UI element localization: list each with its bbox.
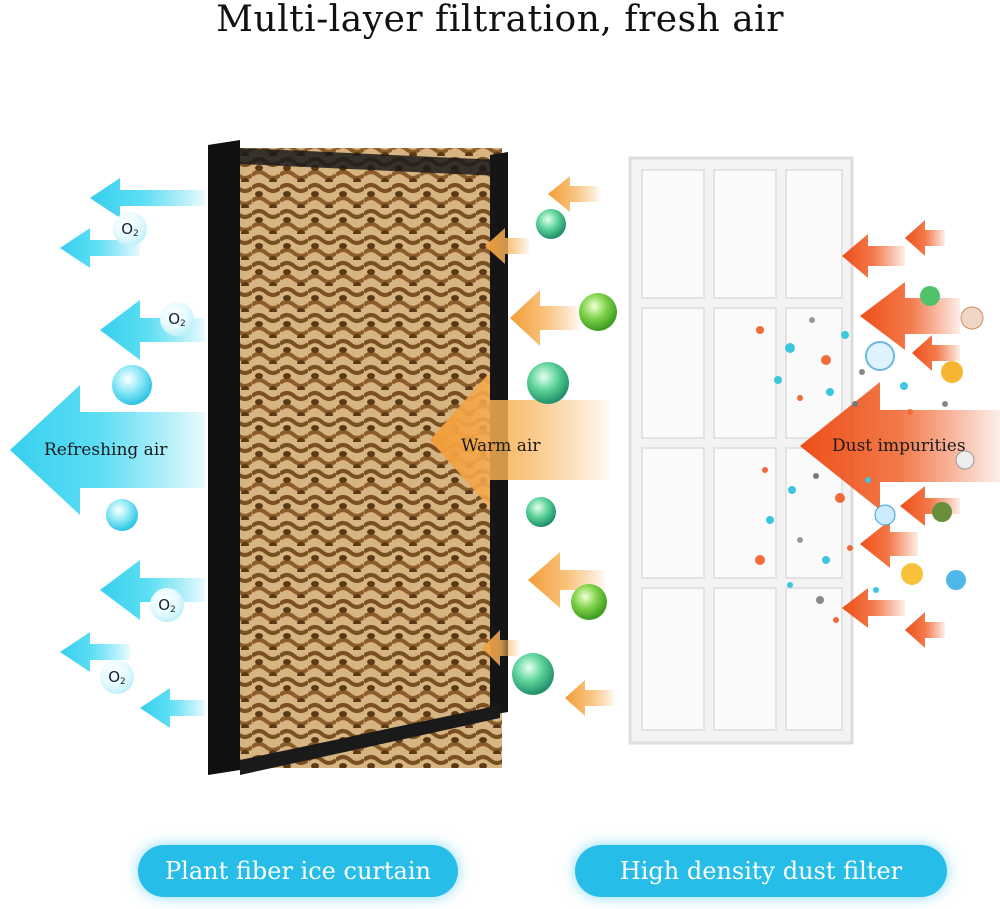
dust-arrow xyxy=(842,234,905,278)
warm-air-main-arrow xyxy=(430,372,610,508)
high-density-dust-filter-caption: High density dust filter xyxy=(575,845,947,897)
dust-arrow xyxy=(912,335,960,371)
oxygen-marker: O2 xyxy=(100,660,134,694)
dust-impurities-main-arrow xyxy=(800,382,1000,510)
cool-arrow xyxy=(100,560,205,620)
cool-arrow xyxy=(60,632,130,672)
refreshing-air-arrows xyxy=(10,178,205,728)
oxygen-marker: O2 xyxy=(150,588,184,622)
oxygen-marker: O2 xyxy=(113,212,147,246)
dust-arrow xyxy=(905,220,945,256)
warm-arrow xyxy=(548,176,600,212)
dust-arrow xyxy=(842,588,905,628)
plant-fiber-ice-curtain-caption: Plant fiber ice curtain xyxy=(138,845,458,897)
dust-arrow xyxy=(905,612,945,648)
page-title: Multi-layer filtration, fresh air xyxy=(216,0,784,40)
warm-air-arrows xyxy=(430,176,617,716)
warm-air-label: Warm air xyxy=(461,436,541,456)
cool-arrow xyxy=(90,178,205,218)
cool-arrow xyxy=(140,688,205,728)
cool-arrow xyxy=(60,228,140,268)
green-particle xyxy=(512,653,554,695)
oxygen-marker: O2 xyxy=(160,302,194,336)
green-particle xyxy=(526,497,556,527)
dust-impurities-label: Dust impurities xyxy=(832,436,966,456)
warm-arrow xyxy=(482,630,520,666)
dust-arrow xyxy=(860,282,960,350)
warm-arrow xyxy=(510,290,580,346)
dust-arrow xyxy=(860,520,918,568)
dust-arrow xyxy=(900,486,960,526)
green-particle xyxy=(571,584,607,620)
refreshing-air-label: Refreshing air xyxy=(44,440,168,460)
dust-impurities-arrows xyxy=(800,220,1000,648)
oxygen-bubble xyxy=(106,499,138,531)
warm-arrow xyxy=(565,680,615,716)
high-density-dust-filter xyxy=(628,156,854,745)
oxygen-bubble xyxy=(112,365,152,405)
warm-arrow xyxy=(485,228,530,264)
dust-particles xyxy=(755,286,984,623)
green-particle xyxy=(527,362,569,404)
warm-arrow xyxy=(528,552,605,608)
cool-arrow xyxy=(100,300,205,360)
green-particle xyxy=(579,293,617,331)
refreshing-air-main-arrow xyxy=(10,385,205,515)
green-particle xyxy=(536,209,566,239)
